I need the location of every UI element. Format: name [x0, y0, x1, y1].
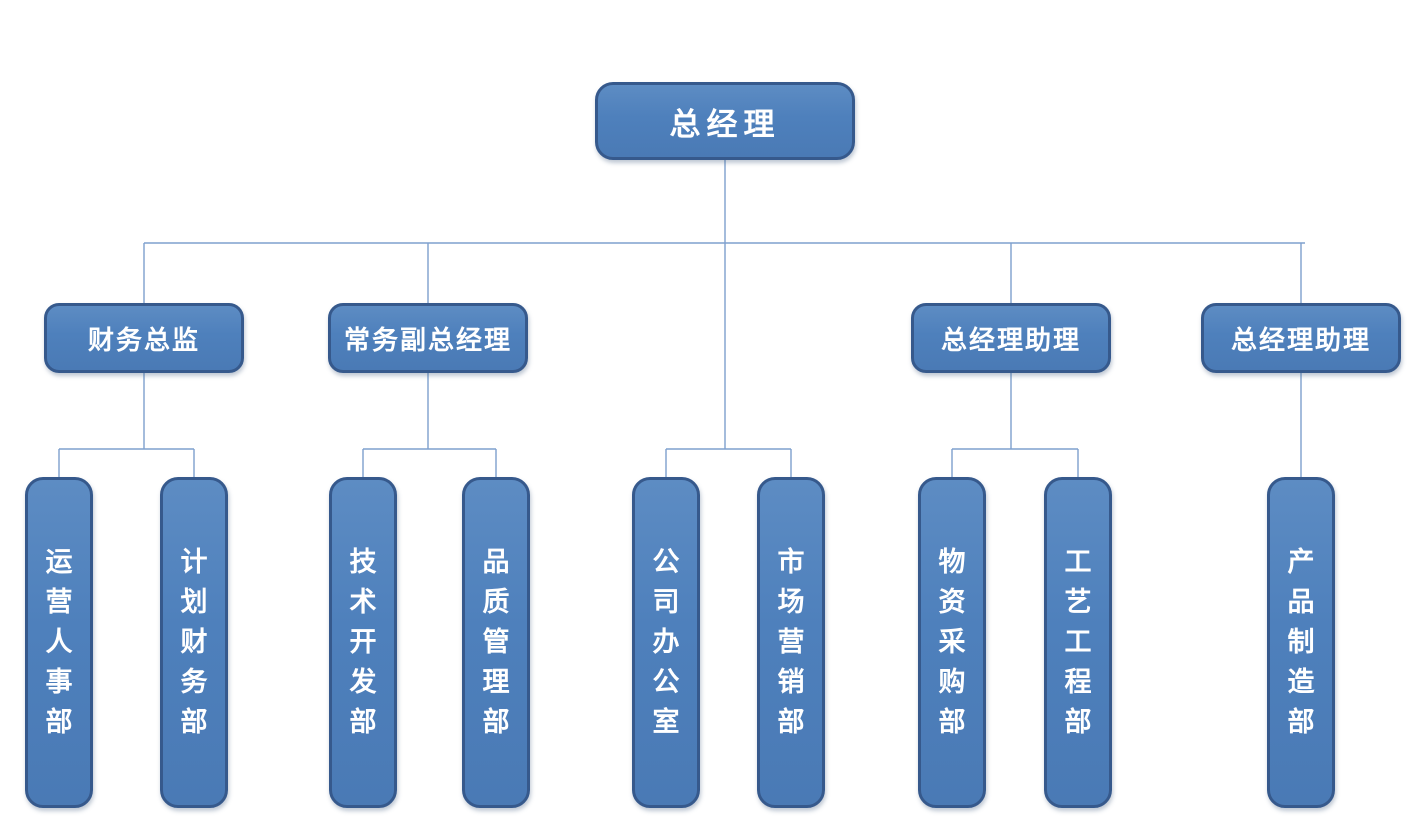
org-node-label: 市场营销部	[777, 547, 805, 738]
org-node-label: 技术开发部	[349, 547, 377, 738]
org-node-label: 常务副总经理	[343, 325, 512, 356]
org-node-label: 总经理助理	[1230, 325, 1371, 356]
org-node-label: 运营人事部	[45, 547, 73, 738]
org-node-dept-materials-procurement: 物资采购部	[918, 477, 986, 808]
connector-paths	[58, 160, 1305, 477]
org-node-general-manager: 总经理	[595, 82, 855, 160]
org-node-label: 工艺工程部	[1064, 547, 1092, 738]
org-node-dept-tech-development: 技术开发部	[329, 477, 397, 808]
org-node-dept-process-engineering: 工艺工程部	[1044, 477, 1112, 808]
org-node-dept-quality-management: 品质管理部	[462, 477, 530, 808]
org-node-dept-product-manufacturing: 产品制造部	[1267, 477, 1335, 808]
org-node-label: 品质管理部	[482, 547, 510, 738]
org-node-label: 总经理助理	[940, 325, 1081, 356]
org-node-label: 公司办公室	[652, 547, 680, 738]
org-node-dept-company-office: 公司办公室	[632, 477, 700, 808]
org-node-label: 总经理	[669, 106, 781, 143]
org-node-label: 产品制造部	[1287, 547, 1315, 738]
org-node-label: 财务总监	[87, 325, 200, 356]
org-node-gm-assistant-1: 总经理助理	[911, 303, 1111, 373]
org-node-label: 物资采购部	[938, 547, 966, 738]
org-node-dept-operations-hr: 运营人事部	[25, 477, 93, 808]
org-node-label: 计划财务部	[180, 547, 208, 738]
org-node-dept-marketing: 市场营销部	[757, 477, 825, 808]
org-node-finance-director: 财务总监	[44, 303, 244, 373]
org-node-executive-deputy-gm: 常务副总经理	[328, 303, 528, 373]
org-node-gm-assistant-2: 总经理助理	[1201, 303, 1401, 373]
org-node-dept-planning-finance: 计划财务部	[160, 477, 228, 808]
